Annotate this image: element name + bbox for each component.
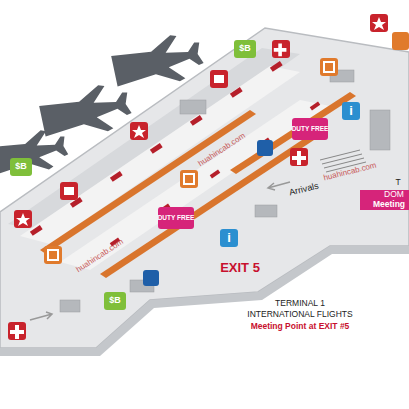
money-sign: $B: [109, 296, 121, 306]
duty-free-sign: DUTY FREE: [292, 125, 329, 132]
terminal-label: T: [395, 178, 400, 187]
terminal-label: DOM: [384, 190, 404, 199]
duty-free-sign: DUTY FREE: [158, 214, 195, 221]
info-sign: i: [227, 231, 231, 245]
service-pins: [8, 14, 409, 340]
money-sign: $B: [239, 44, 251, 54]
info-sign: i: [349, 104, 353, 118]
meeting-point-label: Meeting Point at EXIT #5: [251, 322, 350, 331]
exit-label: EXIT 5: [220, 261, 260, 275]
terminal-label: TERMINAL 1: [275, 299, 325, 308]
money-sign: $B: [15, 162, 27, 172]
terminal-label: INTERNATIONAL FLIGHTS: [247, 310, 352, 319]
meeting-point-label: Meeting: [373, 200, 405, 209]
